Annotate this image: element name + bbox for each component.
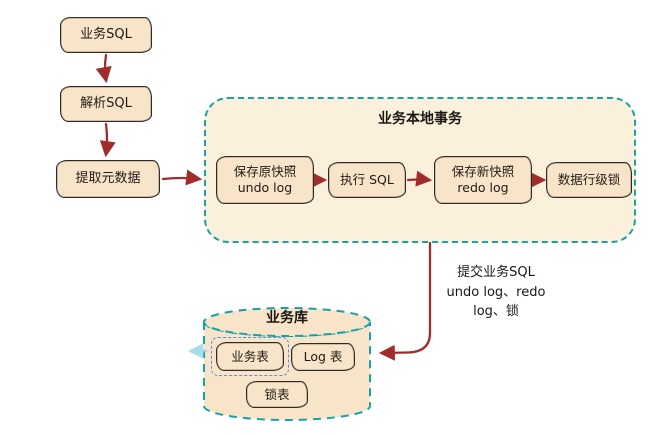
node-save-undo[interactable]: 保存原快照 undo log xyxy=(216,156,314,204)
node-execute-sql-label: 执行 SQL xyxy=(340,172,394,188)
node-lock-table[interactable]: 锁表 xyxy=(246,381,308,408)
node-parse-sql-label: 解析SQL xyxy=(80,95,132,111)
node-log-table[interactable]: Log 表 xyxy=(291,343,355,371)
arrow-business-to-parse[interactable] xyxy=(95,53,112,84)
cylinder-top[interactable] xyxy=(203,307,371,337)
node-save-redo-label: 保存新快照 redo log xyxy=(451,164,515,195)
node-business-table-label: 业务表 xyxy=(231,348,269,364)
database-title: 业务库 xyxy=(266,310,308,326)
node-lock-table-label: 锁表 xyxy=(264,386,290,402)
node-business-sql[interactable]: 业务SQL xyxy=(60,17,152,53)
arrow-transaction-to-database[interactable] xyxy=(378,241,432,361)
arrow-execute-to-redo[interactable] xyxy=(406,170,433,187)
node-business-sql-label: 业务SQL xyxy=(80,26,132,42)
node-extract-metadata-label: 提取元数据 xyxy=(75,170,141,186)
node-parse-sql[interactable]: 解析SQL xyxy=(60,86,152,122)
node-row-lock[interactable]: 数据行级锁 xyxy=(546,162,632,198)
arrow-parse-to-extract[interactable] xyxy=(99,122,116,158)
selection-outline[interactable] xyxy=(211,337,289,376)
node-save-undo-label: 保存原快照 undo log xyxy=(233,164,297,195)
node-row-lock-label: 数据行级锁 xyxy=(557,172,621,188)
node-business-table[interactable]: 业务表 xyxy=(216,342,284,371)
node-save-redo[interactable]: 保存新快照 redo log xyxy=(434,156,532,204)
commit-note: 提交业务SQL undo log、redo log、锁 xyxy=(446,265,546,319)
arrow-extract-to-transaction[interactable] xyxy=(161,169,203,186)
node-execute-sql[interactable]: 执行 SQL xyxy=(328,162,406,198)
node-extract-metadata[interactable]: 提取元数据 xyxy=(56,160,160,198)
transaction-title: 业务本地事务 xyxy=(378,111,462,127)
node-log-table-label: Log 表 xyxy=(303,349,343,365)
